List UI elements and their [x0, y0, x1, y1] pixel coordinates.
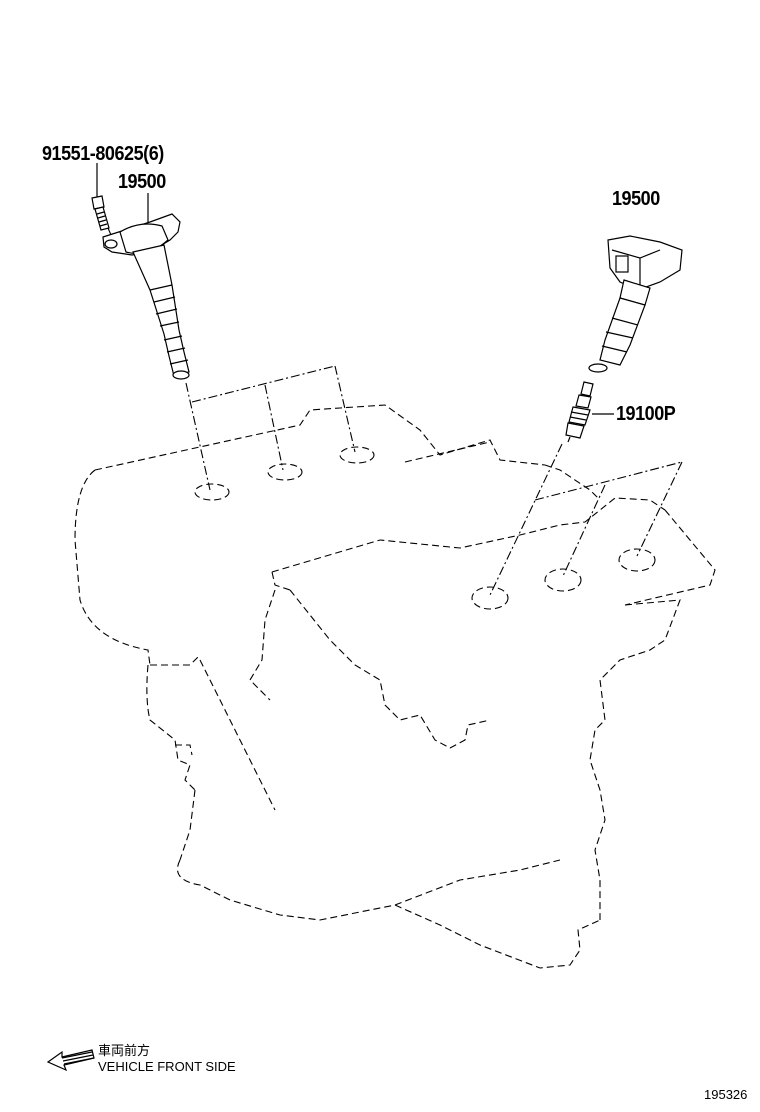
coil-right-part-number: 19500 — [612, 188, 660, 210]
spark-plug-drawing — [565, 381, 614, 443]
spark-plug-part-number: 19100P — [616, 403, 676, 425]
bolt-part-number: 91551-80625(6) — [42, 143, 164, 165]
bolt-drawing — [91, 163, 110, 231]
left-arrow-icon — [46, 1049, 95, 1072]
coil-left-part-number: 19500 — [118, 171, 166, 193]
assembly-guides — [107, 227, 683, 596]
direction-label-jp: 車両前方 — [98, 1044, 151, 1059]
diagram-number: 195326 — [704, 1087, 748, 1102]
direction-label-en: VEHICLE FRONT SIDE — [98, 1059, 236, 1074]
spark-plug-holes — [194, 446, 656, 610]
ignition-coil-right-drawing — [588, 235, 683, 373]
engine-outline — [74, 404, 716, 969]
ignition-coil-left-drawing — [102, 193, 190, 380]
